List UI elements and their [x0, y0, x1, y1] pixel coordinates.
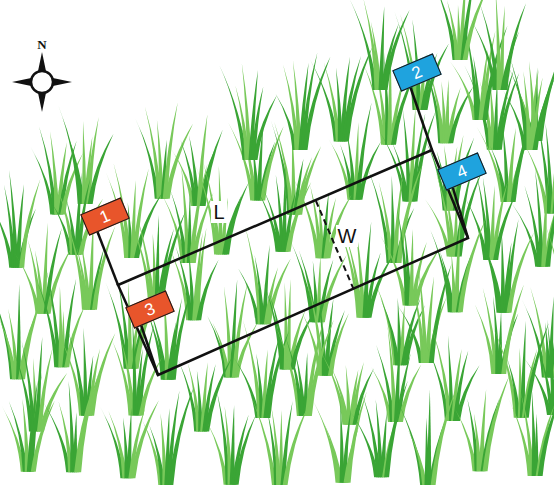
grass-blade	[263, 333, 280, 418]
grass-blade	[265, 331, 289, 418]
grass-blade	[328, 313, 349, 376]
grass-blade	[429, 264, 452, 363]
grass-blade	[303, 56, 331, 150]
grass-blade	[384, 380, 408, 477]
grass-blade	[553, 342, 554, 416]
grass-blade	[320, 255, 347, 322]
grass-blade	[88, 134, 114, 204]
trap-number: 2	[409, 62, 424, 81]
grass-blade	[323, 422, 342, 483]
grass-blade	[483, 375, 510, 471]
grass-blade	[232, 414, 249, 484]
grass-blade	[545, 225, 554, 320]
grass-blade	[100, 407, 125, 478]
grass-blade	[313, 400, 341, 482]
grass-blade	[533, 77, 554, 150]
grass-blade	[326, 310, 345, 376]
grass-blade	[538, 386, 554, 476]
grass-blade	[136, 214, 155, 308]
length-label: L	[211, 201, 226, 223]
grass-blade	[307, 320, 334, 416]
grass-blade	[253, 95, 277, 160]
trap-lead	[140, 322, 158, 375]
grass-blade	[224, 182, 249, 254]
grass-blade	[254, 186, 280, 252]
grass-blade	[89, 333, 115, 416]
grass-blade	[507, 232, 535, 313]
compass-rose	[12, 52, 72, 112]
trap-number: 1	[97, 206, 112, 225]
grass-blade	[219, 65, 247, 160]
grass-blade	[58, 332, 84, 416]
grass-blade	[503, 3, 527, 90]
grass-blade	[19, 179, 40, 268]
grass-blade	[273, 321, 302, 416]
grass-blade	[39, 373, 67, 432]
grass-blade	[501, 284, 524, 374]
grass-blade	[171, 288, 193, 380]
grass-blade	[396, 164, 422, 263]
grass-blade	[547, 319, 554, 415]
grass-blade	[138, 357, 161, 415]
compass-north: N	[35, 37, 48, 52]
grass-blade	[266, 259, 291, 325]
grass-blade	[552, 130, 554, 213]
grass-blade	[305, 318, 324, 416]
grass-blade	[260, 126, 283, 200]
grass-blade	[76, 373, 99, 472]
trap-number: 4	[454, 161, 469, 180]
grass-blade	[357, 141, 381, 200]
trap-number: 3	[142, 299, 157, 318]
trap-lead	[96, 228, 118, 285]
grass-blade	[550, 133, 554, 214]
grass-blade	[366, 253, 394, 318]
grass-blade	[319, 348, 348, 425]
trap-box: 4	[437, 152, 486, 190]
width-label: W	[336, 225, 359, 247]
plot-rectangle	[118, 150, 468, 375]
grass-blade	[204, 357, 232, 431]
grass-blade	[430, 389, 456, 485]
grass-blade	[196, 260, 218, 321]
grass-blade	[346, 391, 367, 482]
grass-blade	[162, 195, 186, 263]
trap-lead	[410, 86, 432, 150]
grass-blade	[545, 175, 554, 267]
grass-blade	[286, 182, 312, 252]
grass-blade	[282, 406, 308, 485]
grass-blade	[234, 415, 256, 485]
grass-blade	[408, 430, 427, 485]
grass-blade	[458, 218, 486, 312]
grass-blade	[398, 364, 421, 422]
grass-blade	[455, 365, 480, 421]
grass-blade	[31, 400, 55, 471]
grass-blade	[352, 368, 373, 424]
grass-blade	[168, 387, 194, 485]
grass-blade	[288, 309, 306, 369]
grass-blade	[46, 246, 73, 313]
grass-blade	[426, 390, 431, 485]
trap-lead	[452, 185, 468, 238]
